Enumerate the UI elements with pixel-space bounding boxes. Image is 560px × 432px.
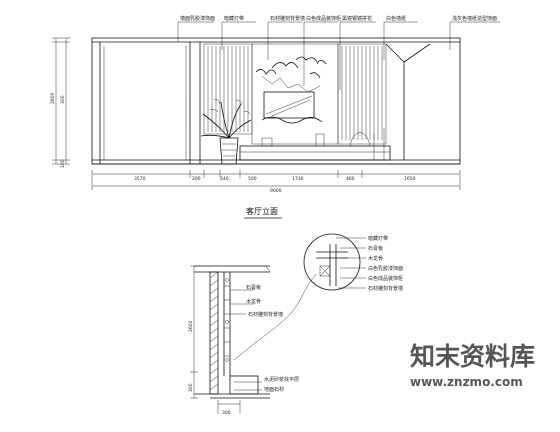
section-callout: 石材雕刻背景墙 bbox=[248, 311, 283, 318]
elevation-frame bbox=[91, 37, 461, 165]
width-dim: 1730 bbox=[292, 176, 304, 182]
plant-in-pot bbox=[200, 99, 252, 165]
elevation-title: 客厅立面 bbox=[246, 206, 278, 216]
section-label: 木龙骨 bbox=[246, 298, 261, 305]
elevation-callout: 白色成品装饰柜 bbox=[306, 15, 341, 22]
elevation-callout: 石材雕刻背景墙 bbox=[270, 15, 305, 22]
ceiling-detail: 暗藏灯带 石膏板 木龙骨 白色乳胶漆饰面 白色成品装饰柜 石材雕刻背景墙 bbox=[303, 233, 403, 292]
tv bbox=[263, 91, 315, 119]
width-dim: 1650 bbox=[404, 176, 416, 182]
section-bottom-label: 地面石材 bbox=[264, 386, 284, 393]
width-dim: 500 bbox=[248, 176, 257, 182]
section-bottom-label: 水泥砂浆找平层 bbox=[264, 376, 299, 383]
detail-callout: 暗藏灯带 bbox=[368, 235, 388, 242]
elevation-callout: 白色墙纸 bbox=[386, 15, 406, 22]
overall-width-dim: 9000 bbox=[270, 188, 282, 194]
elevation-callout-texts: 墙面乳胶漆饰面 暗藏灯带 石材雕刻背景墙 白色成品装饰柜 黑镜银镜拼花 白色墙纸… bbox=[180, 15, 497, 22]
elevation-callout: 黑镜银镜拼花 bbox=[342, 15, 372, 22]
stone-carving-wall bbox=[251, 43, 339, 145]
living-room-elevation: 墙面乳胶漆饰面 暗藏灯带 石材雕刻背景墙 白色成品装饰柜 黑镜银镜拼花 白色墙纸… bbox=[50, 15, 500, 219]
elevation-callout: 墙面乳胶漆饰面 bbox=[180, 15, 215, 22]
wallpaper-panel-right bbox=[337, 43, 387, 145]
detail-leaders bbox=[336, 237, 366, 289]
detail-callout: 石材雕刻背景墙 bbox=[368, 285, 403, 292]
section-label: 石膏板 bbox=[246, 284, 261, 291]
cabinet-base bbox=[229, 375, 259, 395]
elevation-right-wall bbox=[373, 43, 431, 160]
watermark-name: 知末资料库 bbox=[410, 342, 535, 371]
section-base-dim: 300 bbox=[188, 383, 194, 392]
watermark: 知末资料库 www.znzmo.com bbox=[410, 342, 535, 389]
section-height-dim: 2600 bbox=[188, 320, 194, 332]
elevation-horizontal-dims: 3570 200 240 500 1730 460 1650 9000 bbox=[91, 170, 461, 194]
detail-callout: 白色乳胶漆饰面 bbox=[368, 265, 403, 272]
elevation-callout-leaders bbox=[177, 21, 500, 90]
section-leaders bbox=[230, 289, 262, 391]
width-dim: 200 bbox=[192, 176, 201, 182]
width-dim: 3570 bbox=[134, 176, 146, 182]
width-dim: 460 bbox=[346, 176, 355, 182]
elevation-callout: 浅灰色墙纸造型饰面 bbox=[452, 15, 497, 22]
watermark-url: www.znzmo.com bbox=[410, 375, 523, 389]
height-dim: 2800 bbox=[50, 92, 56, 104]
section-bottom-dim: 300 bbox=[222, 410, 231, 416]
detail-leader-curve bbox=[233, 273, 317, 361]
detail-callout: 白色成品装饰柜 bbox=[368, 275, 403, 282]
height-dim: 300 bbox=[60, 95, 66, 104]
detail-callout: 木龙骨 bbox=[368, 255, 383, 262]
detail-callout: 石膏板 bbox=[368, 245, 383, 252]
elevation-callout: 暗藏灯带 bbox=[224, 15, 244, 22]
height-dim: 100 bbox=[60, 159, 66, 168]
elevation-door bbox=[99, 42, 201, 164]
wall-section: 石膏板 木龙骨 石材雕刻背景墙 水泥砂浆找平层 地面石材 2600 300 30… bbox=[188, 265, 317, 416]
elevation-vertical-dims: 2800 300 100 bbox=[50, 37, 191, 168]
width-dim: 240 bbox=[220, 176, 229, 182]
detail-circle bbox=[303, 233, 361, 291]
white-cabinet bbox=[239, 131, 391, 161]
